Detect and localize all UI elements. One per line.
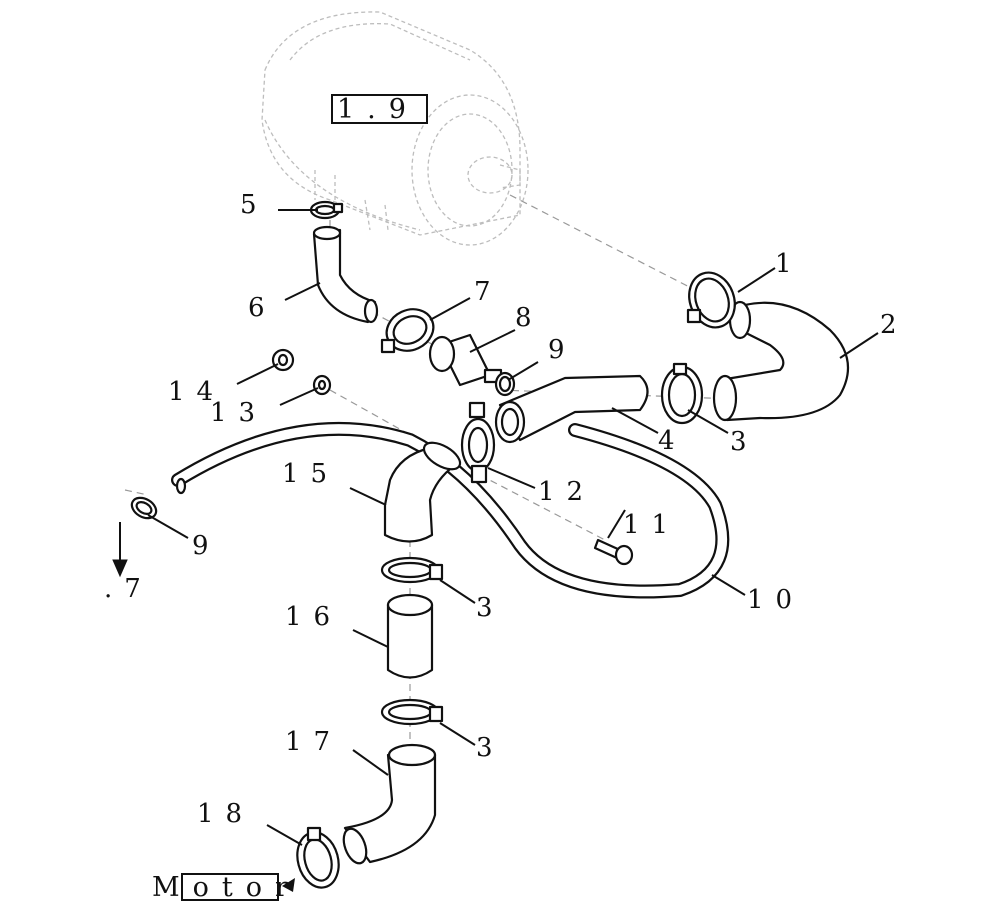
nut-14 xyxy=(271,348,295,372)
callout-18: 18 xyxy=(197,799,254,829)
washer-13 xyxy=(312,374,332,396)
valve-8 xyxy=(428,333,503,387)
bent-hose-17 xyxy=(342,743,437,865)
callout-3-mid: 3 xyxy=(476,593,505,623)
engine-reference-label: Motor xyxy=(152,872,301,903)
long-hose-10 xyxy=(171,421,730,599)
callout-16: 16 xyxy=(285,602,342,632)
hose-clamp-18 xyxy=(296,826,340,889)
callout-9-left: 9 xyxy=(192,531,221,561)
hose-clamp-3-low xyxy=(380,698,444,726)
callout-12: 12 xyxy=(538,477,595,507)
callout-9-top: 9 xyxy=(548,335,577,365)
hose-clamp-3-mid xyxy=(380,556,444,584)
air-filter-reference: 1.9 xyxy=(331,94,428,125)
continuation-arrow xyxy=(112,522,128,578)
engine-reference: Motor xyxy=(152,872,301,903)
callout-10: 10 xyxy=(747,585,804,615)
callout-11: 11 xyxy=(623,510,680,540)
callout-4: 4 xyxy=(658,426,687,456)
straight-pipe-16 xyxy=(386,593,434,679)
small-clamp-9-left xyxy=(130,496,158,520)
callout-3-low: 3 xyxy=(476,733,505,763)
small-clamp-5 xyxy=(309,200,344,220)
elbow-hose-15 xyxy=(383,441,462,543)
hose-clamp-7 xyxy=(380,308,435,354)
callout-17: 17 xyxy=(285,727,342,757)
continuation-reference-label: .7 xyxy=(104,574,153,604)
air-filter-housing-ghost xyxy=(261,11,529,246)
callout-15: 15 xyxy=(282,459,339,489)
bolt-11 xyxy=(593,538,634,566)
leader-lines xyxy=(147,209,879,846)
bent-hose-6 xyxy=(312,225,379,324)
callout-8: 8 xyxy=(515,303,544,333)
callout-5: 5 xyxy=(240,190,269,220)
hose-clamp-1 xyxy=(686,271,736,329)
callout-3-right: 3 xyxy=(730,427,759,457)
pipe-bracket-12 xyxy=(460,401,496,484)
callout-1: 1 xyxy=(775,249,804,279)
callout-14: 14 xyxy=(168,377,225,407)
callout-2: 2 xyxy=(880,310,909,340)
callout-13: 13 xyxy=(210,398,267,428)
hose-clamp-3-right xyxy=(660,362,704,425)
callout-7: 7 xyxy=(474,277,503,307)
air-filter-reference-label: 1.9 xyxy=(337,94,419,125)
bent-hose-2 xyxy=(712,300,850,422)
small-clamp-9-top xyxy=(494,371,516,397)
callout-6: 6 xyxy=(248,293,277,323)
pipe-4 xyxy=(494,374,649,444)
callout-numbers: 1 2 3 3 3 4 5 6 7 8 9 9 10 11 12 13 14 1… xyxy=(168,190,909,829)
